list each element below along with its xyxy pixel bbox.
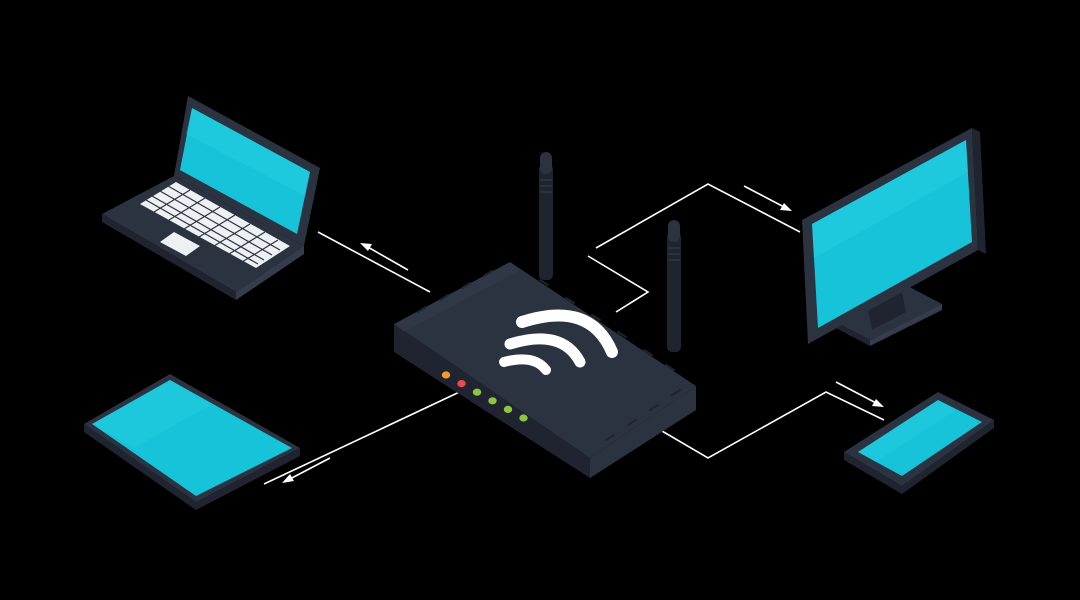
wifi-icon bbox=[499, 309, 618, 375]
monitor-screen bbox=[812, 140, 972, 328]
router-led-5 bbox=[503, 405, 513, 413]
tablet-icon bbox=[84, 374, 300, 510]
connections bbox=[263, 183, 885, 485]
router-vents bbox=[417, 270, 681, 441]
link-monitor bbox=[595, 183, 801, 249]
phone-screen bbox=[858, 400, 982, 476]
link-phone bbox=[649, 391, 885, 459]
monitor-icon bbox=[802, 128, 986, 346]
tablet-screen bbox=[92, 380, 292, 496]
router-leds bbox=[441, 371, 528, 422]
router-icon bbox=[394, 152, 696, 478]
router-led-2 bbox=[457, 380, 466, 388]
link-laptop bbox=[317, 231, 431, 293]
router-side-right bbox=[590, 386, 696, 478]
router-led-4 bbox=[488, 397, 497, 405]
router-antenna-left bbox=[539, 152, 553, 280]
smartphone-icon bbox=[844, 392, 994, 494]
laptop-icon bbox=[102, 96, 320, 300]
arrows bbox=[282, 185, 884, 483]
link-tablet bbox=[263, 387, 469, 485]
laptop-screen bbox=[180, 108, 310, 234]
arrow-to-tablet bbox=[282, 457, 331, 483]
arrow-to-monitor bbox=[743, 185, 792, 211]
router-antenna-right bbox=[667, 220, 681, 352]
arrow-to-laptop bbox=[360, 243, 409, 271]
laptop-keyboard bbox=[140, 182, 290, 268]
laptop-touchpad bbox=[160, 232, 200, 256]
router-led-1 bbox=[441, 371, 451, 379]
router-led-3 bbox=[472, 388, 482, 396]
arrow-to-phone bbox=[835, 381, 884, 407]
router-led-6 bbox=[519, 414, 528, 422]
router-top bbox=[394, 262, 696, 458]
link-monitor-2 bbox=[587, 255, 650, 313]
